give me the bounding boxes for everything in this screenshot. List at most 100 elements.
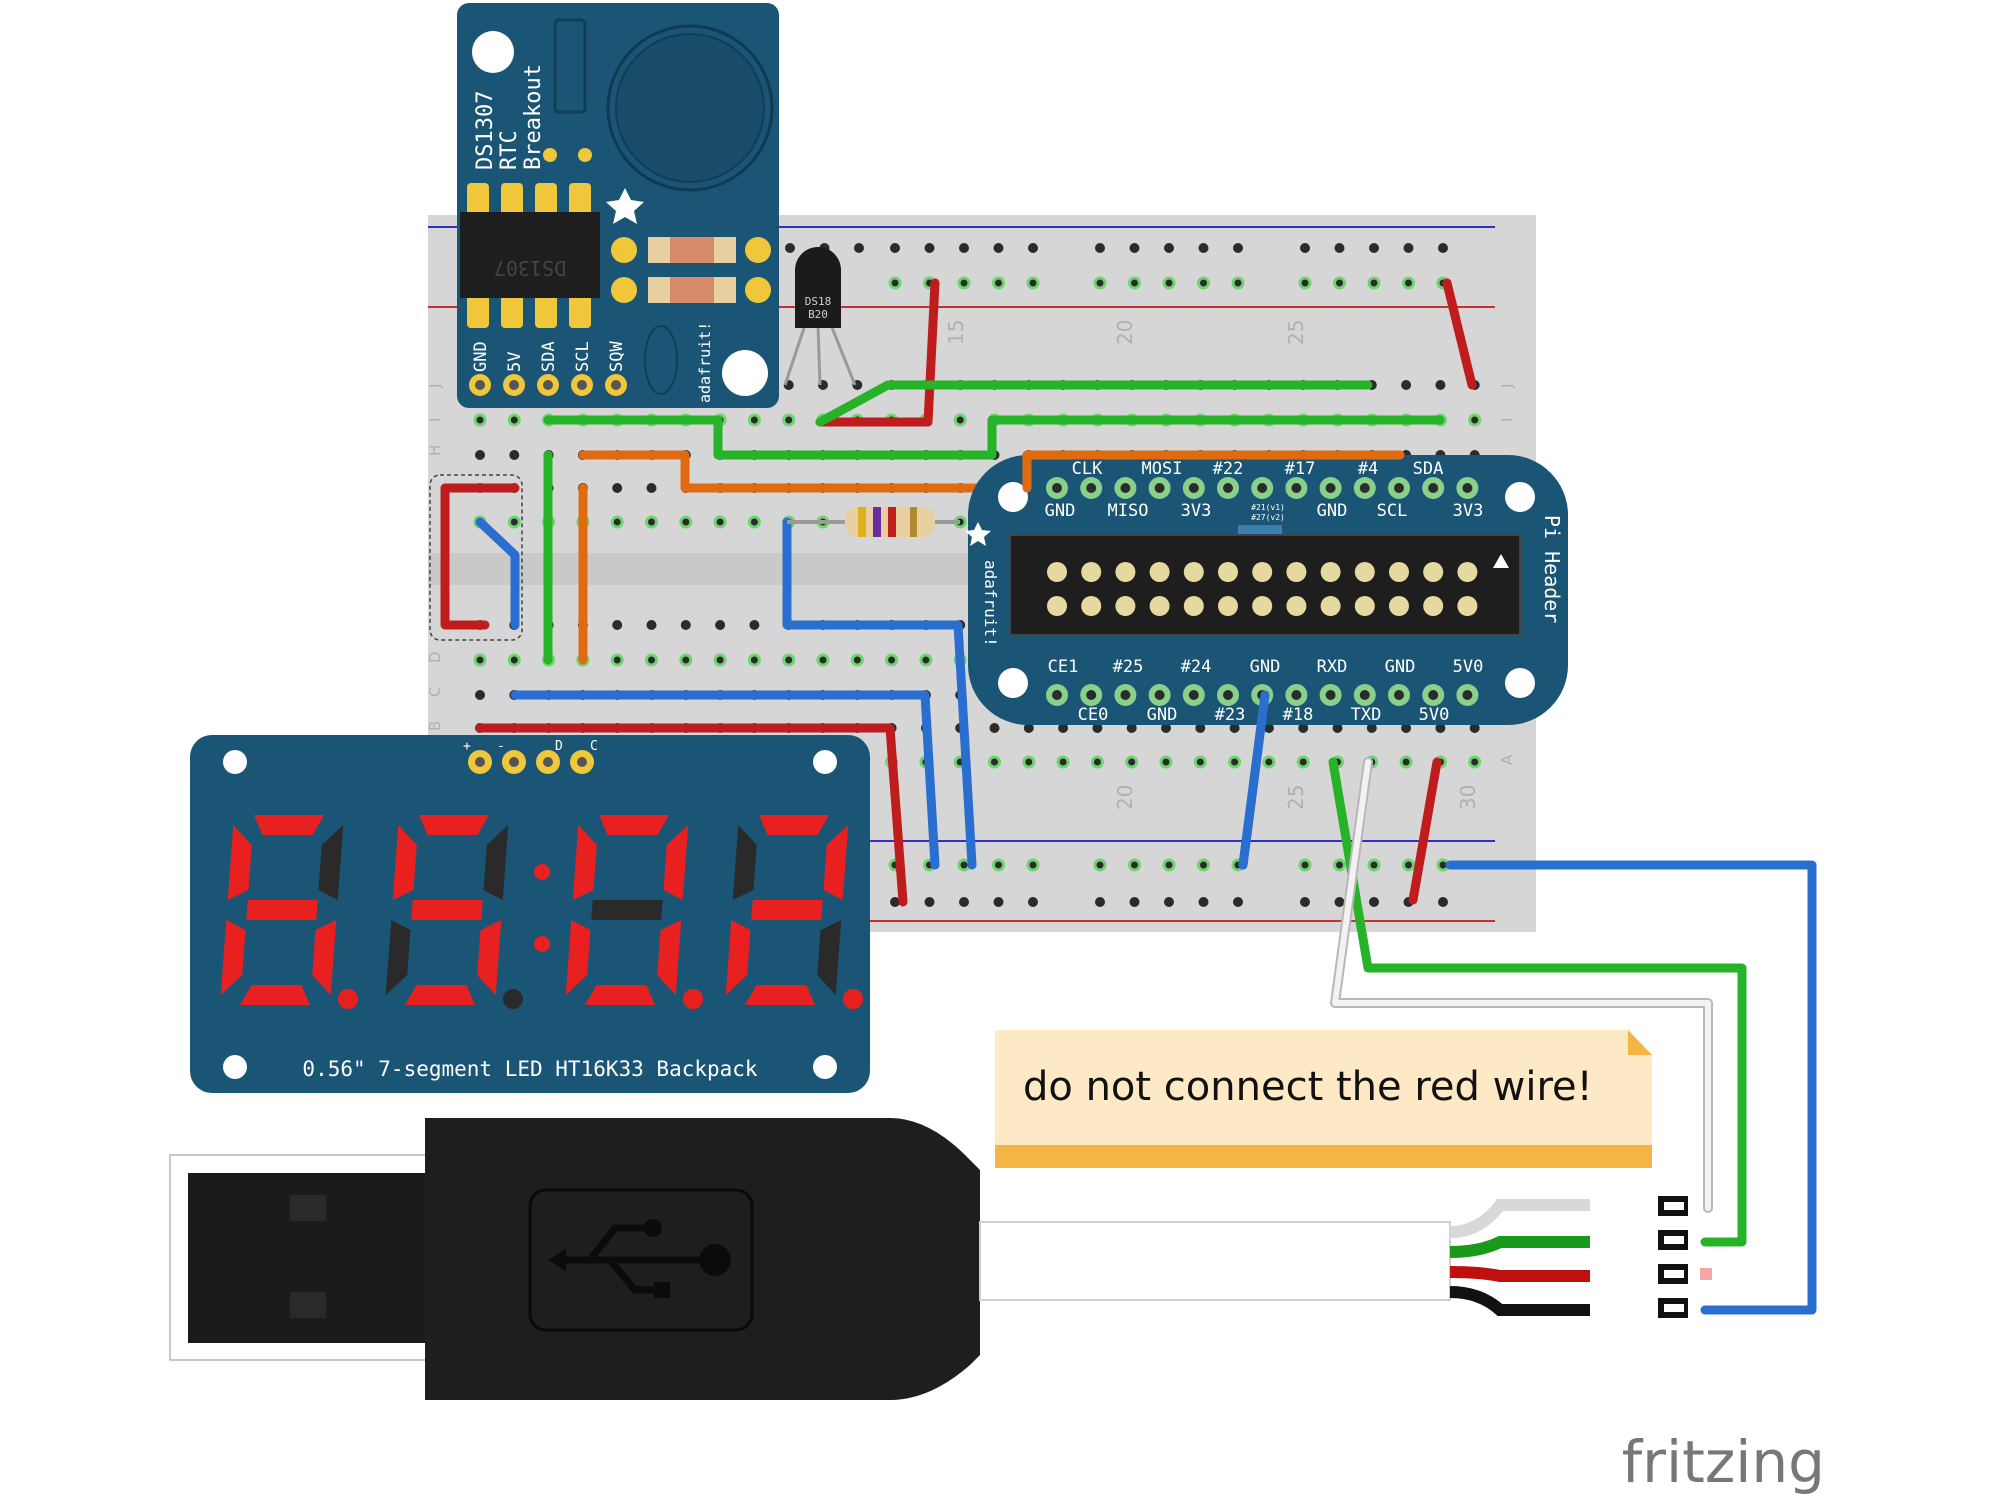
breadboard-hole: [1296, 755, 1310, 769]
cobbler-pad-hole: [1052, 483, 1062, 493]
breadboard-hole: [612, 483, 623, 493]
wire-blue-3[interactable]: [510, 690, 940, 870]
wire-red-3[interactable]: [440, 483, 520, 630]
rail-hole: [854, 243, 864, 253]
cobbler-pad-hole: [1428, 483, 1439, 493]
breadboard-hole: [1401, 380, 1412, 390]
wire-blue-overlay: [1238, 690, 1270, 870]
display-decimal-point: [843, 989, 863, 1009]
resistor[interactable]: [787, 507, 960, 537]
breadboard-hole: [1058, 723, 1069, 733]
wire-blue-1[interactable]: [475, 517, 520, 630]
breadboard-hole: [816, 653, 830, 667]
breadboard-hole: [953, 413, 967, 427]
wire-red-4[interactable]: [475, 723, 908, 907]
breadboard-hole: [1468, 755, 1482, 769]
cobbler-pads: [1046, 477, 1479, 706]
display-segment: [254, 815, 324, 835]
breadboard-hole: [747, 653, 761, 667]
rail-hole: [890, 897, 900, 907]
breadboard-hole: [1056, 755, 1070, 769]
wire-red-1[interactable]: [815, 278, 940, 427]
cobbler-pad-hole: [1120, 483, 1131, 493]
breadboard-hole: [645, 515, 658, 529]
chip-pin: [569, 292, 591, 328]
display-pins: [468, 750, 594, 774]
display-caption: 0.56" 7-segment LED HT16K33 Backpack: [302, 1057, 758, 1081]
connector-pin: [1354, 596, 1375, 616]
display-segment: [565, 920, 591, 995]
pin-label-ce0: CE0: [1078, 705, 1109, 725]
rtc-breakout[interactable]: DS1307 RTC Breakout DS1307: [457, 3, 779, 408]
connector-pin: [1286, 596, 1307, 616]
row-label-j-right: J: [1498, 384, 1516, 389]
note[interactable]: do not connect the red wire!: [995, 1030, 1652, 1168]
sensor-lead-1: [783, 324, 807, 386]
breadboard-hole: [509, 450, 520, 460]
ds18b20-sensor[interactable]: DS18 B20: [783, 247, 857, 386]
pin-label-22: #22: [1213, 459, 1244, 479]
fritzing-logo: fritzing: [1622, 1428, 1825, 1496]
cobbler-pad-hole: [1223, 690, 1233, 700]
resistor-band-4: [910, 507, 917, 537]
rail-hole: [785, 243, 795, 253]
wire-red-5[interactable]: [1408, 757, 1442, 905]
display-segment: [732, 825, 757, 900]
rtc-title-line-1: DS1307: [473, 91, 498, 170]
pi-connector[interactable]: [1009, 534, 1521, 636]
display-segment: [657, 920, 682, 995]
breadboard-hole: [1399, 755, 1413, 769]
rail-hole: [924, 243, 935, 253]
display-pin-label-minus: -: [497, 739, 505, 754]
breadboard-hole: [1193, 755, 1207, 769]
connector-pin: [1218, 596, 1238, 616]
rail-hole: [1095, 897, 1105, 907]
breadboard-hole: [610, 515, 624, 529]
connector-pin: [1389, 596, 1409, 616]
col-label-25: 25: [1284, 320, 1308, 345]
seven-segment-display[interactable]: + - D C 0.56" 7-segment LED HT16K33 Back…: [190, 735, 870, 1093]
rail-hole: [1129, 897, 1140, 907]
rtc-pin-labels: GND 5V SDA SCL SQW: [471, 341, 627, 372]
cable-jacket: [979, 1221, 1451, 1301]
pin-label-4: #4: [1358, 459, 1378, 479]
breadboard-hole: [1228, 755, 1242, 769]
breadboard-hole: [715, 620, 726, 630]
wire-green-2[interactable]: [815, 380, 1373, 427]
wire-green-4[interactable]: [1328, 757, 1747, 1247]
pin-label-25: #25: [1113, 657, 1144, 677]
usb-serial-cable[interactable]: [169, 1118, 1712, 1400]
rail-hole: [1367, 858, 1381, 872]
wire-red-2[interactable]: [1442, 278, 1477, 390]
pin-label-ce1: CE1: [1048, 657, 1079, 677]
pin-label-5v0-2: 5V0: [1419, 705, 1450, 725]
wire-blue-2[interactable]: [782, 517, 977, 870]
wire-green-1[interactable]: [543, 415, 1445, 460]
wires: [440, 278, 1817, 1315]
rail-hole: [890, 243, 900, 253]
conductor-red: [1449, 1266, 1590, 1282]
cobbler-bottom-labels: CE1 #25 #24 GND RXD GND 5V0 CE0 GND #23 …: [1048, 657, 1484, 725]
breadboard-hole: [989, 723, 1000, 733]
pin1-marker-icon: [1493, 554, 1509, 568]
connector-pin: [1252, 562, 1273, 582]
breadboard-hole: [1195, 723, 1206, 733]
rail-hole: [1333, 276, 1346, 290]
rtc-chip-pins: [467, 183, 591, 328]
pi-header-cobbler[interactable]: Pi Header adafruit! CLK MOSI #22 #17 #4 …: [965, 455, 1568, 725]
wire-blue-5[interactable]: [1445, 860, 1817, 1315]
pin-label-scl: SCL: [1377, 501, 1408, 521]
pin-label-miso: MISO: [1108, 501, 1149, 521]
smd-pad: [745, 237, 771, 263]
battery-holder: [606, 24, 774, 192]
display-segment: [318, 825, 344, 900]
rail-hole: [1369, 243, 1379, 253]
rail-hole: [993, 243, 1004, 253]
breadboard-hole: [1263, 723, 1274, 733]
rail-hole: [959, 243, 969, 253]
cobbler-pad-hole: [1325, 483, 1336, 493]
wire-white[interactable]: [1332, 759, 1711, 1211]
cobbler-pad-hole: [1394, 483, 1404, 493]
rtc-mount-hole-bottom: [722, 350, 768, 396]
rail-hole: [1026, 858, 1040, 872]
